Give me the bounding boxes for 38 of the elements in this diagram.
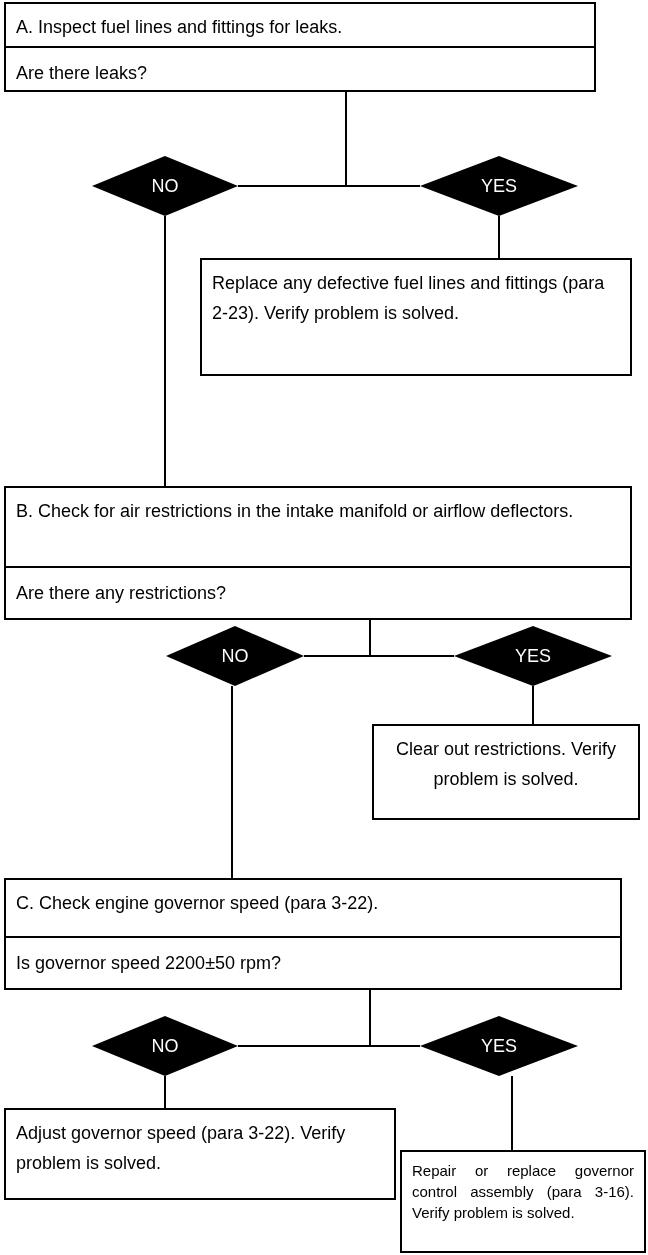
- action-text: Repair or replace governor control assembly (para 3-16). Verify problem is solved.: [412, 1161, 634, 1223]
- connector-line: [532, 685, 534, 725]
- decision-diamond: [420, 1016, 578, 1076]
- connector-line: [498, 215, 500, 259]
- question-text: Is governor speed 2200±50 rpm?: [16, 952, 283, 975]
- connector-line: [369, 619, 455, 657]
- decision-diamond: [92, 156, 238, 216]
- decision-label: NO: [221, 645, 249, 667]
- decision-diamond: [420, 156, 578, 216]
- step-box: [4, 486, 632, 620]
- connector-line: [231, 685, 233, 879]
- decision-diamond: [92, 1016, 238, 1076]
- connector-line: [511, 1075, 513, 1151]
- decision-label: NO: [151, 175, 179, 197]
- question-text: Are there any restrictions?: [16, 582, 228, 605]
- action-text: Clear out restrictions. Verify problem is solved.: [394, 738, 618, 791]
- action-box: [372, 724, 640, 820]
- step-box: [4, 878, 622, 990]
- decision-label: YES: [481, 1035, 517, 1057]
- decision-diamond: [166, 626, 304, 686]
- action-text: Adjust governor speed (para 3-22). Verify problem is solved.: [16, 1122, 347, 1175]
- question-text: Are there leaks?: [16, 62, 149, 85]
- action-box: [4, 1108, 396, 1200]
- step-instruction: A. Inspect fuel lines and fittings for leaks.: [16, 16, 343, 39]
- connector-line: [345, 91, 421, 187]
- decision-label: NO: [151, 1035, 179, 1057]
- action-text: Replace any defective fuel lines and fittings (para 2-23). Verify problem is solved.: [212, 272, 606, 325]
- action-box: [200, 258, 632, 376]
- decision-label: YES: [481, 175, 517, 197]
- step-instruction: C. Check engine governor speed (para 3-22).: [16, 892, 379, 915]
- action-box: [400, 1150, 646, 1253]
- connector-line: [369, 989, 421, 1047]
- decision-label: YES: [515, 645, 551, 667]
- connector-line: [164, 1075, 166, 1109]
- step-instruction: B. Check for air restrictions in the intake manifold or airflow deflectors.: [16, 500, 574, 523]
- connector-line: [164, 215, 166, 487]
- decision-diamond: [454, 626, 612, 686]
- step-box: [4, 2, 596, 92]
